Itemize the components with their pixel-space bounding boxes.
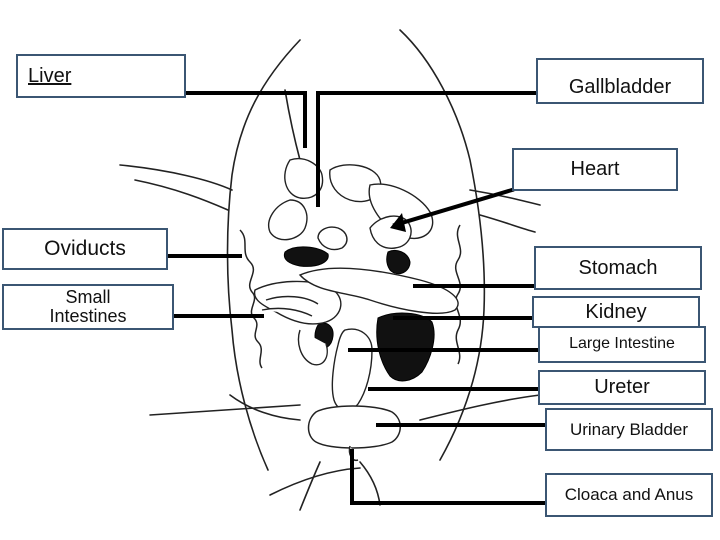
label-cloaca-and-anus-text: Cloaca and Anus	[564, 485, 694, 505]
label-gallbladder: Gallbladder	[536, 58, 704, 104]
label-small-intestines-text: Small Intestines	[49, 287, 127, 326]
leader-cloaca	[350, 449, 547, 505]
label-heart: Heart	[512, 148, 678, 191]
label-small-intestines: Small Intestines	[2, 284, 174, 330]
leader-heart	[392, 187, 515, 228]
label-ureter-text: Ureter	[594, 376, 650, 398]
label-stomach: Stomach	[534, 246, 702, 290]
label-cloaca-and-anus: Cloaca and Anus	[545, 473, 713, 517]
oviducts-sketch	[239, 224, 462, 369]
large-intestine-sketch	[331, 328, 373, 411]
leader-lines	[166, 91, 547, 505]
label-urinary-bladder-text: Urinary Bladder	[569, 419, 689, 439]
label-liver: Liver	[16, 54, 186, 98]
label-oviducts: Oviducts	[2, 228, 168, 270]
label-oviducts-text: Oviducts	[44, 236, 126, 260]
label-ureter: Ureter	[538, 370, 706, 405]
label-large-intestine-text: Large Intestine	[569, 335, 675, 353]
stomach-sketch	[298, 267, 459, 314]
heart-arrowhead	[390, 213, 406, 232]
urinary-bladder-sketch	[307, 405, 401, 462]
label-urinary-bladder: Urinary Bladder	[545, 408, 713, 451]
label-heart-text: Heart	[570, 158, 620, 180]
label-large-intestine: Large Intestine	[538, 326, 706, 363]
body-outline	[119, 29, 541, 511]
small-intestines-sketch	[253, 280, 342, 366]
dark-tissue	[283, 246, 435, 382]
liver-sketch	[268, 158, 434, 241]
label-gallbladder-text: Gallbladder	[568, 76, 672, 98]
label-kidney-text: Kidney	[585, 300, 647, 323]
label-stomach-text: Stomach	[578, 256, 658, 279]
label-liver-text: Liver	[28, 64, 72, 87]
leader-liver	[184, 91, 307, 148]
label-kidney: Kidney	[532, 296, 700, 328]
leader-gallbladder	[316, 91, 538, 207]
